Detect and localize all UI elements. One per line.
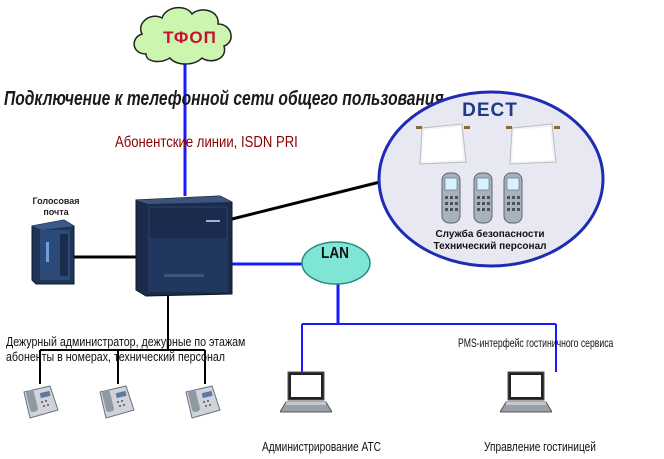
dect-title: DECT bbox=[462, 100, 518, 121]
desk-phone-icon bbox=[185, 385, 221, 419]
desk-phone-icon bbox=[23, 385, 59, 419]
users-label: Дежурный администратор, дежурные по этаж… bbox=[6, 334, 246, 364]
hotel-management-label: Управление гостиницей bbox=[484, 439, 596, 454]
lan-node bbox=[301, 241, 371, 285]
dect-link-line bbox=[231, 180, 381, 221]
pstn-cloud-icon bbox=[133, 6, 232, 65]
voicemail-label: Голосовая почта bbox=[32, 196, 80, 217]
dect-handset-icon bbox=[473, 172, 493, 224]
pms-interface-label: PMS-интерфейс гостиничного сервиса bbox=[458, 336, 614, 350]
pbx-admin-label: Администрирование АТС bbox=[262, 439, 381, 454]
laptop-admin-icon bbox=[280, 371, 332, 413]
headline: Подключение к телефонной сети общего пол… bbox=[4, 88, 444, 110]
dect-handset-icon bbox=[441, 172, 461, 224]
voicemail-unit-icon bbox=[31, 219, 75, 285]
trunk-label: Абонентские линии, ISDN PRI bbox=[115, 134, 298, 151]
pstn-cloud-label: ТФОП bbox=[163, 28, 217, 47]
pbx-unit-icon bbox=[135, 195, 233, 297]
dect-caption: Служба безопасности Технический персонал bbox=[433, 229, 547, 252]
dect-base-station-icon bbox=[416, 123, 470, 165]
dect-base-station-icon bbox=[506, 123, 560, 165]
lan-label: LAN bbox=[321, 245, 349, 262]
laptop-hotel-icon bbox=[500, 371, 552, 413]
desk-phone-icon bbox=[99, 385, 135, 419]
dect-handset-icon bbox=[503, 172, 523, 224]
